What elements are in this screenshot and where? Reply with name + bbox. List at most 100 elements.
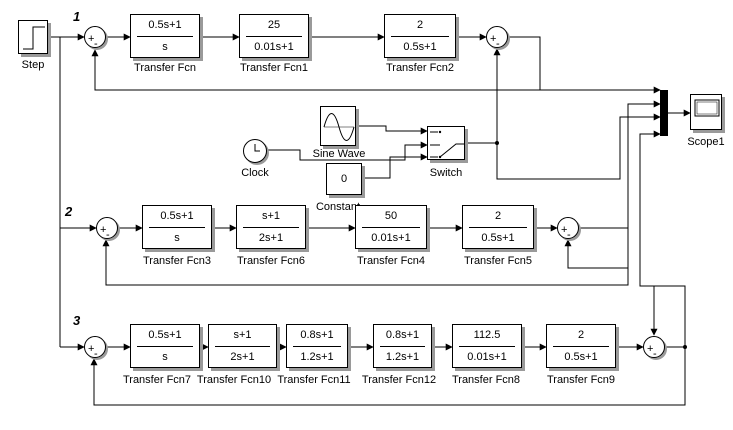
- fraction-bar: [149, 227, 205, 228]
- tf-denominator: s: [162, 351, 168, 363]
- constant-block[interactable]: 0: [326, 163, 362, 195]
- transfer-fcn9-block[interactable]: 2 0.5s+1: [546, 324, 616, 368]
- row-label-3: 3: [73, 313, 81, 328]
- fraction-bar: [243, 227, 299, 228]
- tf-denominator: 2s+1: [258, 232, 284, 244]
- sum-sign-plus: +: [561, 224, 568, 236]
- sum-row3[interactable]: + -: [84, 336, 106, 360]
- transfer-fcn8-block[interactable]: 112.5 0.01s+1: [452, 324, 522, 368]
- switch-label: Switch: [429, 167, 463, 179]
- tf-numerator: 0.5s+1: [148, 19, 182, 31]
- sine-wave-block[interactable]: [320, 106, 356, 146]
- fraction-bar: [391, 36, 449, 37]
- transfer-fcn10-block[interactable]: s+1 2s+1: [208, 324, 277, 368]
- fraction-bar: [459, 346, 515, 347]
- clock-icon: [254, 144, 260, 152]
- sum-sign-minus: -: [94, 38, 98, 50]
- transfer-fcn11-label: Transfer Fcn11: [277, 374, 351, 386]
- transfer-fcn9-label: Transfer Fcn9: [546, 374, 616, 386]
- fraction-bar: [293, 346, 341, 347]
- clock-block[interactable]: [243, 139, 267, 163]
- tf-denominator: 1.2s+1: [300, 351, 334, 363]
- sum-sign-plus: +: [88, 33, 95, 45]
- fraction-bar: [137, 346, 193, 347]
- fraction-bar: [137, 36, 193, 37]
- constant-label: Constant: [315, 201, 361, 213]
- transfer-fcn6-label: Transfer Fcn6: [236, 255, 306, 267]
- tf-denominator: 0.5s+1: [481, 232, 515, 244]
- sine-wave-label: Sine Wave: [312, 148, 366, 160]
- sum-sign-minus: -: [653, 348, 657, 360]
- tf-denominator: 0.01s+1: [467, 351, 507, 363]
- step-block[interactable]: [18, 20, 48, 54]
- tf-numerator: 2: [494, 210, 502, 222]
- tf-numerator: 0.8s+1: [385, 329, 420, 341]
- fraction-bar: [553, 346, 609, 347]
- transfer-fcn4-block[interactable]: 50 0.01s+1: [355, 205, 427, 249]
- row-label-2: 2: [65, 204, 73, 219]
- tf-numerator: 112.5: [473, 329, 501, 341]
- transfer-fcn3-label: Transfer Fcn3: [142, 255, 212, 267]
- step-label: Step: [21, 59, 45, 71]
- sum-sign-plus: +: [100, 224, 107, 236]
- scope-icon: [694, 99, 720, 117]
- fraction-bar: [362, 227, 420, 228]
- fraction-bar: [469, 227, 527, 228]
- tf-numerator: 50: [384, 210, 398, 222]
- sum-row2-output[interactable]: + -: [557, 217, 579, 241]
- sum-row2[interactable]: + -: [96, 217, 118, 241]
- sum-sign-plus: +: [88, 343, 95, 355]
- transfer-fcn6-block[interactable]: s+1 2s+1: [236, 205, 306, 249]
- transfer-fcn7-block[interactable]: 0.5s+1 s: [130, 324, 200, 368]
- tf-numerator: 25: [267, 19, 281, 31]
- tf-denominator: 0.01s+1: [254, 41, 294, 53]
- transfer-fcn5-block[interactable]: 2 0.5s+1: [462, 205, 534, 249]
- sum-row1-output[interactable]: + -: [486, 26, 508, 50]
- fraction-bar: [246, 36, 302, 37]
- sum-sign-minus: -: [496, 38, 500, 50]
- tf-denominator: s: [174, 232, 180, 244]
- tf-numerator: s+1: [233, 329, 252, 341]
- transfer-fcn8-label: Transfer Fcn8: [451, 374, 521, 386]
- sum-sign-minus: -: [106, 229, 110, 241]
- transfer-fcn2-label: Transfer Fcn2: [385, 62, 455, 74]
- tf-denominator: 1.2s+1: [385, 351, 420, 363]
- transfer-fcn4-label: Transfer Fcn4: [356, 255, 426, 267]
- constant-value: 0: [340, 173, 348, 185]
- tf-numerator: 0.8s+1: [300, 329, 334, 341]
- transfer-fcn-block[interactable]: 0.5s+1 s: [130, 14, 200, 58]
- tf-numerator: 2: [416, 19, 424, 31]
- sum-sign-plus: +: [490, 33, 497, 45]
- tf-numerator: 0.5s+1: [160, 210, 194, 222]
- transfer-fcn2-block[interactable]: 2 0.5s+1: [384, 14, 456, 58]
- scope-block[interactable]: [690, 94, 722, 130]
- transfer-fcn5-label: Transfer Fcn5: [463, 255, 533, 267]
- sum-sign-minus: -: [567, 229, 571, 241]
- transfer-fcn3-block[interactable]: 0.5s+1 s: [142, 205, 212, 249]
- transfer-fcn12-label: Transfer Fcn12: [361, 374, 437, 386]
- transfer-fcn10-label: Transfer Fcn10: [196, 374, 272, 386]
- switch-block[interactable]: [427, 126, 465, 160]
- switch-icon: [430, 130, 464, 159]
- transfer-fcn1-label: Transfer Fcn1: [239, 62, 309, 74]
- fraction-bar: [380, 346, 425, 347]
- sum-row3-output[interactable]: + -: [643, 336, 665, 360]
- row-label-1: 1: [73, 9, 81, 24]
- transfer-fcn11-block[interactable]: 0.8s+1 1.2s+1: [286, 324, 348, 368]
- step-icon: [23, 26, 45, 50]
- clock-label: Clock: [241, 167, 269, 179]
- transfer-fcn12-block[interactable]: 0.8s+1 1.2s+1: [373, 324, 432, 368]
- tf-denominator: 0.01s+1: [371, 232, 411, 244]
- sum-sign-minus: -: [94, 348, 98, 360]
- tf-denominator: 0.5s+1: [403, 41, 437, 53]
- sum-row1[interactable]: + -: [84, 26, 106, 50]
- transfer-fcn-label: Transfer Fcn: [134, 62, 196, 74]
- tf-denominator: 2s+1: [230, 351, 255, 363]
- fraction-bar: [215, 346, 270, 347]
- transfer-fcn1-block[interactable]: 25 0.01s+1: [239, 14, 309, 58]
- tf-denominator: 0.5s+1: [564, 351, 598, 363]
- mux-bar[interactable]: [660, 90, 668, 136]
- sum-sign-plus: +: [647, 343, 654, 355]
